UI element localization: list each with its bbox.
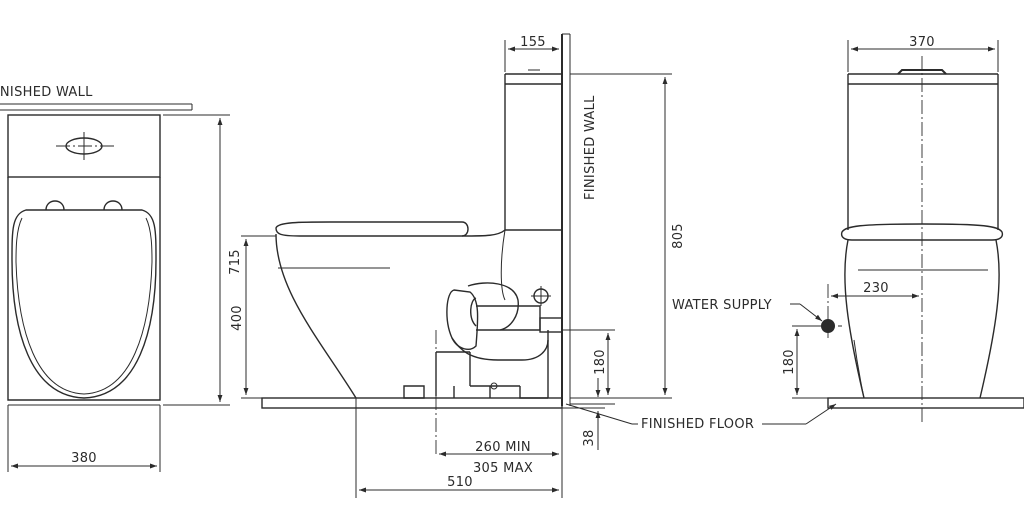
finished-wall-label-side: FINISHED WALL: [583, 95, 598, 200]
water-supply-label: WATER SUPPLY: [672, 298, 772, 313]
side-total-height-dim: 805: [671, 223, 686, 249]
rear-width-dim: 370: [909, 35, 935, 50]
side-tank-depth-dim: 155: [520, 35, 546, 50]
side-total-depth-dim: 510: [447, 475, 473, 490]
rear-view: 370 230 180 WATER SUPPLY: [672, 35, 1024, 425]
side-view: FINISHED WALL: [230, 33, 754, 498]
front-view: FINISHED WALL 715 380: [0, 85, 243, 472]
finished-wall-label-front: FINISHED WALL: [0, 85, 93, 100]
rear-supply-offset-dim: 230: [863, 281, 889, 296]
side-rough-min-dim: 260 MIN: [475, 440, 531, 455]
finished-floor-label: FINISHED FLOOR: [641, 417, 754, 432]
side-rough-max-dim: 305 MAX: [473, 461, 533, 476]
front-width-dim: 380: [71, 451, 97, 466]
front-height-dim: 715: [228, 249, 243, 275]
side-outlet-floor-dim: 38: [582, 429, 597, 446]
side-seat-height-dim: 400: [230, 305, 245, 331]
rear-supply-height-dim: 180: [782, 349, 797, 375]
side-outlet-height-dim: 180: [593, 349, 608, 375]
